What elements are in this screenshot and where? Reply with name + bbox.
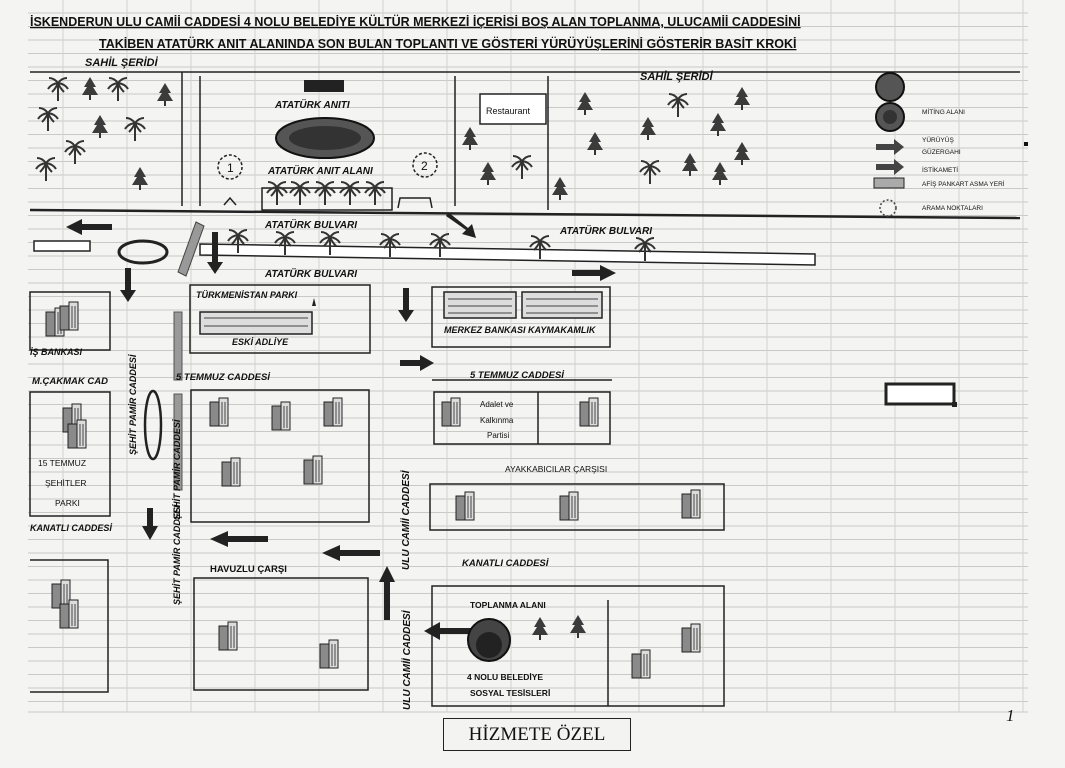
arrow-southeast xyxy=(446,212,476,238)
assembly-point-1-label: 1 xyxy=(227,161,234,175)
eski-adliye-building xyxy=(199,311,313,335)
ataturk-bulvari-label-2: ATATÜRK BULVARI xyxy=(559,224,652,237)
havuzlu-carsi-label: HAVUZLU ÇARŞI xyxy=(210,564,287,575)
sehit-pamir-label-2: ŞEHİT PAMİR CADDESİ xyxy=(172,419,182,520)
ulu-camii-label-1: ULU CAMİİ CADDESİ xyxy=(399,469,412,570)
belediye-line2: SOSYAL TESİSLERİ xyxy=(470,688,550,698)
park15-line3: PARKI xyxy=(55,498,80,508)
ayakkabicilar-label: AYAKKABICILAR ÇARŞISI xyxy=(505,464,607,474)
road-marker-2 xyxy=(173,393,183,491)
ataturk-bulvari-road-top xyxy=(29,208,1021,220)
mcakmak-cad-label: M.ÇAKMAK CAD xyxy=(32,376,108,387)
akp-line1: Adalet ve xyxy=(480,400,514,409)
park15-line2: ŞEHİTLER xyxy=(45,478,87,488)
road-marker-1 xyxy=(173,311,183,381)
legend-banner-icon xyxy=(873,177,905,189)
turkmenistan-park-block: TÜRKMENİSTAN PARKI ESKİ ADLİYE xyxy=(189,284,371,354)
title-line-1: İSKENDERUN ULU CAMİİ CADDESİ 4 NOLU BELE… xyxy=(30,14,801,29)
roundabout xyxy=(117,239,169,265)
legend-istikameti: İSTİKAMETİ xyxy=(922,165,958,174)
toplanma-alani-label: TOPLANMA ALANI xyxy=(470,600,546,610)
arrow-east-1 xyxy=(572,265,616,281)
legend-afis: AFİŞ PANKART ASMA YERİ xyxy=(922,179,1005,188)
is-bankasi-label: İŞ BANKASI xyxy=(30,347,83,357)
monument-block xyxy=(304,80,344,92)
arrow-south-4 xyxy=(142,508,158,540)
park15-line1: 15 TEMMUZ xyxy=(38,458,86,468)
median-strip xyxy=(199,243,816,266)
5-temmuz-right-label: 5 TEMMUZ CADDESİ xyxy=(470,370,565,381)
legend-arama: ARAMA NOKTALARI xyxy=(922,205,983,212)
legend-guzergah: GÜZERGAHI xyxy=(922,148,961,156)
arrow-west-2 xyxy=(322,545,380,561)
arrow-west-4 xyxy=(424,622,478,640)
sahil-seridi-right: SAHİL ŞERİDİ xyxy=(640,70,713,83)
assembly-point-2-label: 2 xyxy=(421,159,428,173)
ulu-camii-label-2: ULU CAMİİ CADDESİ xyxy=(400,609,413,710)
ataturk-aniti-label: ATATÜRK ANITI xyxy=(274,98,350,111)
arrow-west-3 xyxy=(210,531,268,547)
assembly-point-2 xyxy=(412,152,438,178)
restaurant-building xyxy=(479,93,547,125)
arrow-west-1 xyxy=(66,219,112,235)
arrow-east-2 xyxy=(400,355,434,371)
kanatli-caddesi-right: KANATLI CADDESİ xyxy=(462,558,550,569)
kaymakamlik-label: KAYMAKAMLIK xyxy=(528,325,597,335)
government-block: MERKEZ BANKASI KAYMAKAMLIK xyxy=(431,286,611,348)
sehit-pamir-label-1: ŞEHİT PAMİR CADDESİ xyxy=(128,354,138,455)
route-arrows xyxy=(66,212,616,640)
5-temmuz-left-label: 5 TEMMUZ CADDESİ xyxy=(176,372,271,383)
pamir-median xyxy=(143,389,163,461)
legend-miting: MİTİNG ALANI xyxy=(922,107,965,116)
is-bankasi-block xyxy=(29,291,111,351)
legend-rally-icon-outer xyxy=(875,72,905,102)
belediye-line1: 4 NOLU BELEDİYE xyxy=(467,672,543,682)
legend-search-point-icon xyxy=(879,199,897,217)
gathering-area-block: TOPLANMA ALANI 4 NOLU BELEDİYE SOSYAL TE… xyxy=(431,585,725,707)
diagonal-road-marker xyxy=(177,221,205,277)
5-temmuz-block-left xyxy=(190,389,370,523)
banner-spot-right xyxy=(884,382,956,406)
kanatli-caddesi-left: KANATLI CADDESİ xyxy=(30,523,112,533)
ayakkabicilar-block xyxy=(429,483,725,531)
classification-label: HİZMETE ÖZEL xyxy=(443,718,631,751)
arrow-south-3 xyxy=(398,288,414,322)
turkmenistan-parki-label: TÜRKMENİSTAN PARKI xyxy=(196,290,298,300)
assembly-point-1 xyxy=(217,154,243,180)
banner-spot-left xyxy=(33,240,91,252)
havuzlu-carsi-block xyxy=(193,577,369,691)
park-15-temmuz-block xyxy=(29,391,111,517)
merkez-bankasi-building xyxy=(443,291,517,319)
akp-block xyxy=(433,391,611,445)
merkez-bankasi-label: MERKEZ BANKASI xyxy=(444,325,526,335)
ataturk-bulvari-label-3: ATATÜRK BULVARI xyxy=(264,267,357,280)
ataturk-bulvari-label-1: ATATÜRK BULVARI xyxy=(264,218,357,231)
legend-yuruyus: YÜRÜYÜŞ xyxy=(922,136,954,144)
akp-line2: Kalkınma xyxy=(480,416,514,425)
title-line-2: TAKİBEN ATATÜRK ANIT ALANINDA SON BULAN … xyxy=(99,36,796,51)
legend: MİTİNG ALANI YÜRÜYÜŞ GÜZERGAHI İSTİKAMET… xyxy=(873,72,1028,217)
southwest-block xyxy=(30,559,109,693)
ataturk-monument-area: ATATÜRK ANITI ATATÜRK ANIT ALANI 1 2 xyxy=(181,72,456,211)
sehit-pamir-label-3: ŞEHİT PAMİR CADDESİ xyxy=(172,504,182,605)
eski-adliye-label: ESKİ ADLİYE xyxy=(232,337,289,347)
kaymakamlik-building xyxy=(521,291,603,319)
legend-arrow-icon xyxy=(876,139,904,155)
arrow-north-1 xyxy=(379,566,395,620)
arrow-south-1 xyxy=(120,268,136,302)
page-number: 1 xyxy=(1006,706,1015,725)
ataturk-anit-alani-label: ATATÜRK ANIT ALANI xyxy=(267,164,373,177)
sahil-seridi-left: SAHİL ŞERİDİ xyxy=(85,56,158,69)
akp-line3: Partisi xyxy=(487,431,509,440)
restaurant-label: Restaurant xyxy=(486,106,531,116)
arrow-south-2 xyxy=(207,232,223,274)
